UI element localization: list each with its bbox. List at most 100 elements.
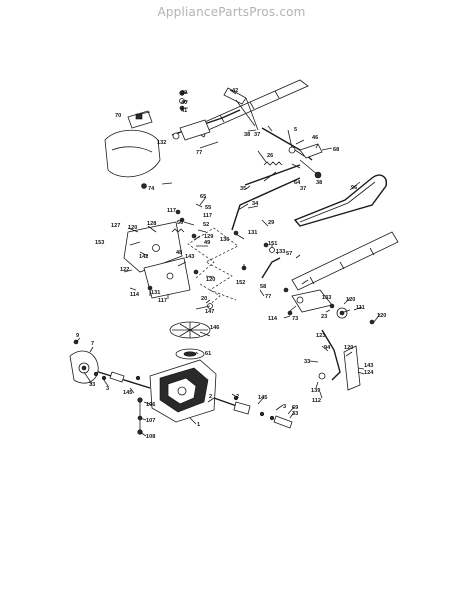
leader-lines (75, 89, 381, 437)
callout-38: 38 (244, 132, 250, 138)
callout-49: 49 (204, 240, 210, 246)
callout-26: 26 (267, 153, 273, 159)
spring-26 (263, 161, 283, 166)
pedal-linkage-top (171, 87, 259, 149)
callout-33c: 33 (292, 411, 298, 417)
callout-5: 5 (294, 127, 297, 133)
callout-41: 41 (181, 108, 187, 114)
callout-55: 55 (205, 205, 211, 211)
callout-151: 151 (268, 241, 277, 247)
callout-120c: 120 (346, 297, 355, 303)
callout-136: 136 (220, 237, 229, 243)
idler-bracket-23 (291, 289, 348, 319)
callout-131b: 131 (151, 290, 160, 296)
callout-46: 46 (312, 135, 318, 141)
callout-57: 57 (286, 251, 292, 257)
left-axle-hub (69, 350, 151, 389)
callout-123: 123 (316, 333, 325, 339)
callout-2b: 2 (236, 394, 239, 400)
callout-9: 9 (76, 333, 79, 339)
callout-20: 20 (201, 296, 207, 302)
callout-1: 1 (197, 422, 200, 428)
callout-120a: 120 (128, 225, 137, 231)
callout-139: 139 (311, 388, 320, 394)
callout-133b: 133 (322, 295, 331, 301)
callout-50: 50 (177, 220, 183, 226)
callout-38b: 38 (316, 180, 322, 186)
callout-153: 153 (95, 240, 104, 246)
callout-114a: 114 (130, 292, 140, 298)
transaxle-1 (149, 359, 217, 423)
callout-117c: 117 (158, 298, 167, 304)
callout-33a: 33 (304, 359, 310, 365)
callout-74: 74 (148, 186, 155, 192)
callout-96: 96 (351, 185, 357, 191)
rear-fender (104, 129, 161, 178)
callout-131a: 131 (248, 230, 257, 236)
callout-152: 152 (236, 280, 245, 286)
callout-23: 23 (321, 314, 327, 320)
upper-frame-rail (195, 79, 309, 138)
callout-120e: 120 (344, 345, 353, 351)
lower-frame-rail (291, 231, 399, 291)
callout-37b: 37 (300, 186, 306, 192)
callout-120b: 120 (206, 277, 215, 283)
callout-3b: 3 (283, 404, 286, 410)
callout-112: 112 (312, 398, 321, 404)
callout-124: 124 (364, 370, 374, 376)
callout-64: 64 (294, 180, 301, 186)
callout-69: 69 (292, 405, 298, 411)
callout-labels: 42 39 40 41 70 38 37 5 46 68 132 77 26 6… (76, 88, 386, 440)
callout-106: 106 (146, 402, 155, 408)
callout-108: 108 (146, 434, 155, 440)
callout-107: 107 (146, 418, 155, 424)
callout-114b: 114 (268, 316, 278, 322)
callout-7: 7 (91, 341, 94, 347)
hardware-bolts (141, 183, 375, 325)
callout-143a: 143 (185, 254, 194, 260)
control-rod-35 (231, 164, 301, 231)
callout-77: 77 (196, 150, 202, 156)
callout-129: 129 (204, 234, 213, 240)
site-header: AppliancePartsPros.com (0, 0, 463, 24)
callout-122: 122 (120, 267, 129, 273)
callout-133: 133 (276, 249, 285, 255)
shift-lever-123 (318, 329, 361, 391)
brake-bracket-assembly (123, 221, 191, 299)
callout-29: 29 (268, 220, 274, 226)
right-axle (213, 397, 293, 429)
callout-52: 52 (203, 222, 209, 228)
callout-145b: 145 (258, 395, 267, 401)
callout-68: 68 (333, 147, 339, 153)
callout-70: 70 (115, 113, 121, 119)
callout-42: 42 (232, 88, 238, 94)
callout-120d: 120 (377, 313, 386, 319)
callout-37: 37 (254, 132, 260, 138)
callout-111: 111 (356, 305, 365, 311)
callout-77b: 77 (265, 294, 271, 300)
callout-146: 146 (210, 325, 219, 331)
callout-94: 94 (324, 345, 331, 351)
watermark-text: AppliancePartsPros.com (157, 5, 306, 19)
callout-117b: 117 (203, 213, 212, 219)
callout-3a: 3 (106, 386, 109, 392)
callout-143b: 143 (364, 363, 373, 369)
callout-48: 48 (176, 250, 182, 256)
callout-127: 127 (111, 223, 120, 229)
callout-34: 34 (252, 201, 259, 207)
callout-61: 61 (205, 351, 211, 357)
callout-117a: 117 (167, 208, 176, 214)
fan-pulley-146 (169, 303, 213, 360)
callout-132: 132 (157, 140, 166, 146)
callout-73: 73 (292, 316, 298, 322)
callout-128: 128 (147, 221, 156, 227)
callout-35: 35 (240, 186, 246, 192)
bracket-70 (127, 110, 153, 129)
drive-belt-96 (293, 174, 387, 227)
belt-routing-dashed (187, 227, 239, 307)
callout-39: 39 (181, 90, 187, 96)
callout-65: 65 (200, 194, 206, 200)
callout-147: 147 (205, 309, 214, 315)
callout-33b: 33 (89, 382, 95, 388)
